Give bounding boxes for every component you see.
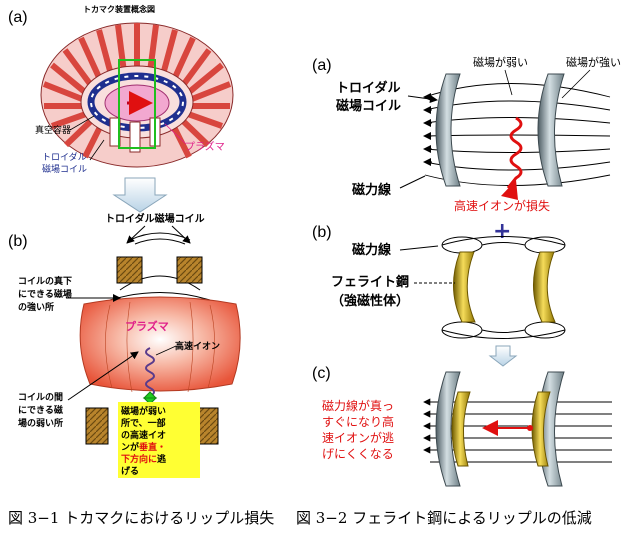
fig2c-coil-left: [435, 371, 461, 487]
note-line-6: げる: [121, 465, 139, 477]
ferrite-plate-left: [452, 251, 476, 323]
weak-field-line-2: にできる磁: [18, 404, 63, 416]
toroidal-coil-label-1: トロイダル: [42, 151, 87, 163]
fig1-panel-a-label: (a): [8, 9, 28, 26]
plasma-label-b: プラズマ: [125, 319, 169, 333]
plasma-label-a: プラズマ: [185, 140, 225, 153]
fig2c-line-2: すぐになり高: [322, 414, 394, 429]
fig2c-ferrite-right: [531, 391, 551, 467]
coil-block-top-right: [176, 256, 203, 284]
weak-field-line-1: コイルの間: [18, 392, 63, 403]
fig2b-field-line-label: 磁力線: [352, 242, 392, 258]
note-line-4-red: 垂直・: [139, 441, 166, 453]
note-line-2: 所で、一部: [121, 417, 166, 429]
fig2b-field-line-pointer: [399, 245, 439, 251]
fig2a-field-arrows: [423, 93, 432, 166]
fig2-coil-label-1: トロイダル: [336, 80, 400, 96]
fig2c-line-4: げにくくなる: [322, 447, 394, 461]
note-line-3: の高速イオ: [121, 429, 166, 441]
toroidal-coil-label-b: トロイダル磁場コイル: [105, 212, 205, 225]
fig2-panel-c-label: (c): [312, 365, 331, 382]
note-line-4: ンが垂直・: [121, 441, 166, 453]
ferrite-label-1: フェライト鋼: [331, 274, 409, 290]
weak-field-label: 磁場が弱い: [473, 55, 528, 69]
fig2c-ferrite-left: [451, 391, 471, 467]
strong-field-pointer-a: [561, 69, 591, 99]
fig2a-coil-right: [537, 73, 565, 187]
coil-pointer-right: [171, 225, 191, 244]
note-line-5-post: 逃: [157, 453, 167, 465]
fig2a-ion-arrowhead-icon: [501, 180, 518, 200]
fig2c-line-3: 速イオンが逃: [322, 430, 394, 445]
plus-icon: +: [493, 219, 511, 244]
ion-loss-label: 高速イオンが損失: [454, 198, 550, 213]
fig2a-ion-path: [506, 116, 523, 189]
note-line-5: 下方向に逃: [121, 453, 167, 465]
note-line-1: 磁場が弱い: [121, 405, 166, 417]
fig2-coil-pointer: [407, 95, 438, 104]
fast-ion-pointer: [155, 345, 177, 356]
strong-field-line-1: コイルの真下: [18, 275, 72, 287]
figure-3-2: (a) 磁場が弱い 磁場が強い トロイダル 磁場コイル: [296, 55, 621, 527]
ferrite-label-2: （強磁性体）: [331, 293, 409, 309]
down-arrow-icon: [112, 177, 168, 213]
plasma-pointer-a: [164, 123, 187, 145]
fast-ion-spiral: [145, 347, 155, 397]
coil-pointer-left: [126, 225, 146, 244]
fig2c-line-1: 磁力線が真っ: [322, 398, 394, 413]
fast-ion-label: 高速イオン: [175, 340, 220, 352]
note-line-4-pre: ンが: [121, 441, 140, 453]
toroidal-coil-label-2: 磁場コイル: [42, 163, 87, 175]
fig2a-field-line-label: 磁力線: [352, 182, 392, 198]
plasma-cross-section: [79, 296, 241, 392]
vacuum-vessel-label: 真空容器: [35, 124, 71, 136]
figure-3-1: (a) トカマク装置概念図: [8, 4, 274, 527]
tokamak-torus: [40, 22, 234, 168]
vacuum-vessel-pointer: [69, 115, 95, 131]
strong-field-line-3: の強い所: [18, 301, 54, 313]
coil-block-bottom-left: [85, 407, 109, 445]
figure-3-2-caption: 図 3−2 フェライト鋼によるリップルの低減: [296, 509, 592, 527]
tokamak-title: トカマク装置概念図: [83, 4, 155, 14]
figure-3-1-caption: 図 3−1 トカマクにおけるリップル損失: [8, 509, 274, 527]
weak-field-line-3: 場の弱い所: [18, 417, 63, 429]
fig2a-field-line-pointer: [399, 175, 426, 189]
ion-escape-note: [118, 402, 200, 478]
ferrite-plate-right: [532, 251, 556, 323]
weak-field-pointer-a: [504, 69, 513, 96]
strong-field-line-2: にできる磁場: [18, 288, 72, 300]
fig1-panel-b-label: (b): [8, 233, 28, 250]
ion-loss-point-icon: [142, 391, 158, 405]
fig2-coil-label-2: 磁場コイル: [336, 98, 401, 114]
strong-field-label: 磁場が強い: [566, 55, 621, 69]
fig2c-ion-dot: [527, 425, 533, 431]
plasma-field-stripes: [105, 301, 215, 393]
fig2-down-arrow-icon: [488, 345, 518, 367]
fig2-panel-b-label: (b): [312, 224, 332, 241]
fig2a-coil-left: [435, 73, 461, 187]
note-line-5-red: 下方向に: [121, 453, 157, 465]
coil-block-top-left: [116, 256, 143, 284]
toroidal-coil-stripes: [42, 23, 232, 159]
weak-field-pointer: [67, 351, 139, 401]
fig2-panel-a-label: (a): [312, 57, 332, 74]
toroidal-coil-pointer: [89, 139, 105, 161]
